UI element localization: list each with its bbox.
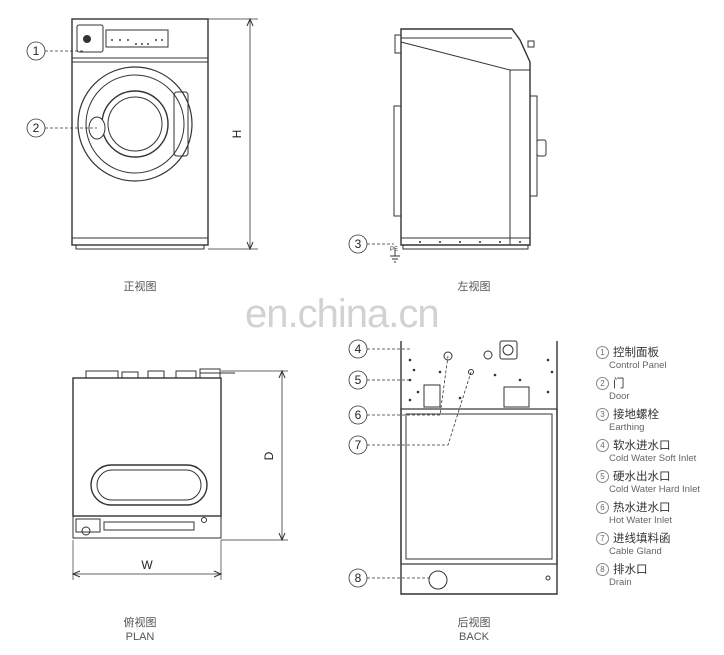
- callout-8: 8: [355, 571, 362, 585]
- back-view: [400, 340, 558, 595]
- callout-1: 1: [33, 44, 40, 58]
- side-view-caption: 左视图: [457, 281, 491, 293]
- drain-outlet: [428, 570, 448, 590]
- legend-cn-label: 软水进水口: [613, 440, 671, 452]
- legend-item: 6 热水进水口 Hot Water Inlet: [596, 501, 720, 532]
- legend-cn-label: 接地螺栓: [613, 409, 659, 421]
- legend-number: 8: [596, 563, 609, 576]
- legend-number: 5: [596, 470, 609, 483]
- front-view: [71, 18, 209, 250]
- legend-en-label: Door: [609, 391, 630, 402]
- plan-view: [72, 368, 235, 539]
- plan-caption-cn: 俯视图: [123, 617, 157, 629]
- legend-en-label: Cable Gland: [609, 546, 662, 557]
- width-label: W: [141, 558, 153, 572]
- legend-cn-label: 进线填料函: [613, 533, 671, 545]
- back-caption-en: BACK: [459, 631, 489, 643]
- legend-cn-label: 排水口: [613, 564, 648, 576]
- callout-leaders: [26, 41, 472, 588]
- side-handle: [536, 139, 547, 157]
- legend-number: 6: [596, 501, 609, 514]
- legend-en-label: Hot Water Inlet: [609, 515, 673, 526]
- legend-number: 4: [596, 439, 609, 452]
- legend-en-label: Control Panel: [609, 360, 667, 371]
- legend-en-label: Earthing: [609, 422, 645, 433]
- legend-number: 2: [596, 377, 609, 390]
- door-outer-ring: [77, 66, 193, 182]
- door-glass: [101, 90, 169, 158]
- legend-item: 7 进线填料函 Cable Gland: [596, 532, 720, 563]
- callout-5: 5: [355, 373, 362, 387]
- callout-3: 3: [355, 237, 362, 251]
- earth-pe-label: PE: [390, 247, 398, 253]
- callout-6: 6: [355, 408, 362, 422]
- legend-number: 7: [596, 532, 609, 545]
- legend-en-label: Cold Water Soft Inlet: [609, 453, 697, 464]
- legend-item: 8 排水口 Drain: [596, 563, 720, 594]
- callout-7: 7: [355, 438, 362, 452]
- legend-en-label: Cold Water Hard Inlet: [609, 484, 700, 495]
- plan-caption-en: PLAN: [125, 631, 155, 643]
- legend-cn-label: 控制面板: [613, 347, 659, 359]
- back-caption-cn: 后视图: [457, 617, 491, 629]
- earth-symbol: [390, 248, 400, 263]
- legend-cn-label: 硬水出水口: [613, 471, 671, 483]
- front-view-caption: 正视图: [123, 281, 157, 293]
- side-view: [390, 28, 547, 263]
- legend-number: 1: [596, 346, 609, 359]
- legend-cn-label: 门: [613, 378, 625, 390]
- legend-item: 5 硬水出水口 Cold Water Hard Inlet: [596, 470, 720, 501]
- legend-item: 4 软水进水口 Cold Water Soft Inlet: [596, 439, 720, 470]
- legend-en-label: Drain: [609, 577, 632, 588]
- callout-4: 4: [355, 342, 362, 356]
- legend-item: 3 接地螺栓 Earthing: [596, 408, 720, 439]
- height-label: H: [230, 130, 244, 139]
- depth-label: D: [262, 451, 276, 460]
- control-knob-box: [76, 24, 104, 53]
- legend-number: 3: [596, 408, 609, 421]
- legend-item: 1 控制面板 Control Panel: [596, 346, 720, 377]
- watermark: en.china.cn: [245, 292, 440, 336]
- legend-cn-label: 热水进水口: [613, 502, 671, 514]
- callout-2: 2: [33, 121, 40, 135]
- plan-door-opening: [90, 464, 208, 506]
